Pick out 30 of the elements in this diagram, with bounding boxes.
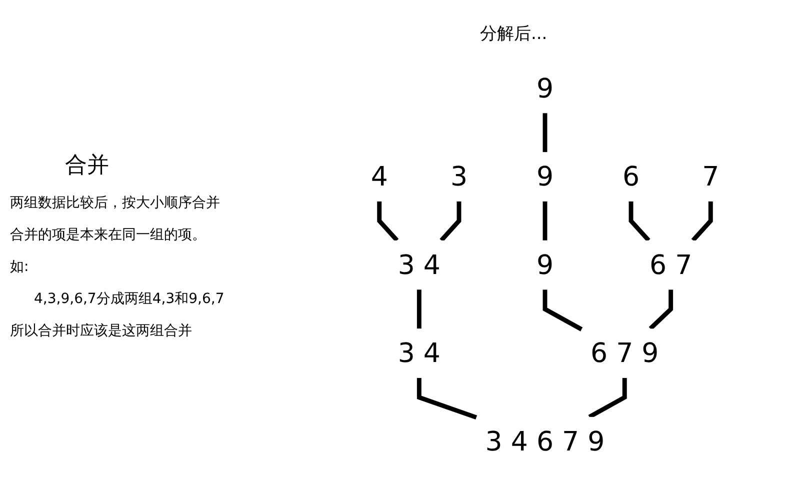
note-text: 如:: [10, 258, 30, 276]
connector: [416, 378, 478, 420]
connector: [377, 201, 399, 242]
connector: [416, 290, 422, 329]
connector: [542, 290, 583, 332]
note-text: 所以合并时应该是这两组合并: [10, 322, 193, 340]
note-text: 两组数据比较后，按大小顺序合并: [10, 194, 221, 212]
node-text: 6 7 9: [590, 338, 659, 369]
connector: [648, 290, 674, 330]
note-text: 4,3,9,6,7分成两组4,3和9,6,7: [34, 290, 226, 308]
note-text: 合并的项是本来在同一组的项。: [10, 226, 207, 244]
node-text: 6: [622, 161, 640, 192]
connector: [691, 201, 713, 242]
node-text: 6 7: [650, 249, 692, 281]
connector: [542, 201, 548, 240]
node-text: 4: [370, 161, 388, 192]
node-text: 7: [702, 161, 720, 192]
connector: [628, 201, 650, 242]
connector: [440, 201, 462, 242]
node-text: 9: [536, 161, 554, 192]
connector: [542, 113, 548, 152]
node-text: 3 4 6 7 9: [485, 426, 605, 458]
node-text: 3: [450, 161, 468, 192]
heading: 分解后...: [480, 23, 548, 45]
node-text: 3 4: [398, 249, 440, 281]
heading: 合并: [65, 152, 110, 180]
connector: [588, 378, 627, 419]
node-text: 9: [536, 72, 554, 104]
node-text: 3 4: [398, 338, 440, 369]
node-text: 9: [536, 249, 554, 281]
